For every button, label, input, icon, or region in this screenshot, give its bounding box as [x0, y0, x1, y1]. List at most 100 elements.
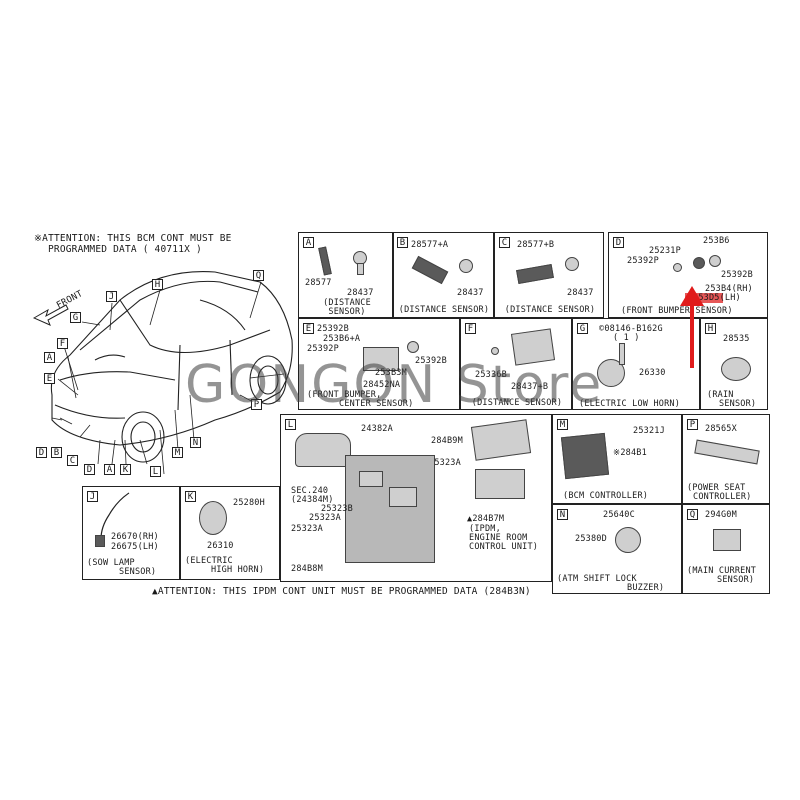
panel-m-part-1: 25321J — [633, 426, 665, 436]
car-tag-m: M — [172, 447, 183, 458]
attention-ipdm: ▲ATTENTION: THIS IPDM CONT UNIT MUST BE … — [152, 586, 531, 597]
panel-n-buzzer-icon — [615, 527, 641, 553]
panel-l-part-1: 24382A — [361, 424, 393, 434]
panel-e-part-1: 25392B — [317, 324, 349, 334]
panel-c-part-2: 28437 — [567, 288, 594, 298]
panel-c: C 28577+B 28437 (DISTANCE SENSOR) — [494, 232, 604, 318]
panel-k-horn-icon — [199, 501, 227, 535]
car-tag-d-2: D — [84, 464, 95, 475]
panel-p-caption-2: CONTROLLER) — [693, 492, 752, 502]
panel-l: L 24382A 284B9M 25323A SEC.240 (24384M) … — [280, 414, 552, 582]
panel-g-part-3: 26330 — [639, 368, 666, 378]
car-tag-l: L — [150, 466, 161, 477]
car-tag-k: K — [120, 464, 131, 475]
panel-l-part-4: SEC.240 — [291, 486, 329, 496]
panel-p-part-1: 28565X — [705, 424, 737, 434]
panel-n-part-1: 25640C — [603, 510, 635, 520]
panel-f-letter: F — [465, 323, 476, 334]
panel-m: M 25321J ※284B1 (BCM CONTROLLER) — [552, 414, 682, 504]
panel-g-part-2: ( 1 ) — [613, 333, 640, 343]
panel-f-caption: (DISTANCE SENSOR) — [471, 398, 563, 408]
panel-l-part-5: (24384M) — [291, 495, 334, 505]
panel-g-letter: G — [577, 323, 588, 334]
car-tag-p: P — [251, 399, 262, 410]
panel-d: D 253B6 25231P 25392P 25392B 253B4(RH) 2… — [608, 232, 768, 318]
panel-q-caption-2: SENSOR) — [717, 575, 755, 585]
panel-l-relay-block-icon — [389, 487, 417, 507]
panel-d-caption: (FRONT BUMPER SENSOR) — [621, 306, 733, 316]
panel-h-caption-1: (RAIN — [707, 390, 734, 400]
car-tag-c: C — [67, 455, 78, 466]
panel-j-part-2: 26675(LH) — [111, 542, 159, 552]
panel-l-part-12: ENGINE ROOM — [469, 533, 528, 543]
panel-a-caption-1: (DISTANCE — [323, 298, 371, 308]
car-tag-n: N — [190, 437, 201, 448]
panel-j: J 26670(RH) 26675(LH) (SOW LAMP SENSOR) — [82, 486, 180, 580]
panel-b-letter: B — [397, 237, 408, 248]
panel-d-ring-icon — [673, 263, 682, 272]
panel-e-bracket-icon — [363, 347, 399, 371]
panel-d-sensor-icon — [693, 257, 705, 269]
panel-d-cap-icon — [709, 255, 721, 267]
panel-j-letter: J — [87, 491, 98, 502]
panel-g-caption: (ELECTRIC LOW HORN) — [579, 399, 681, 409]
panel-c-part-1: 28577+B — [517, 240, 555, 250]
panel-b-part-1: 28577+A — [411, 240, 449, 250]
panel-j-harness-icon — [100, 492, 130, 540]
panel-m-caption: (BCM CONTROLLER) — [563, 491, 649, 501]
panel-e-sensor-icon — [407, 341, 419, 353]
panel-h-caption-2: SENSOR) — [719, 399, 757, 409]
panel-e-part-3: 25392P — [307, 344, 339, 354]
panel-k: K 25280H 26310 (ELECTRIC HIGH HORN) — [180, 486, 280, 580]
panel-m-part-2: ※284B1 — [613, 448, 647, 458]
panel-k-letter: K — [185, 491, 196, 502]
panel-j-part-1: 26670(RH) — [111, 532, 159, 542]
panel-b-caption: (DISTANCE SENSOR) — [398, 305, 490, 315]
panel-e: E 25392B 253B6+A 25392P 25392B 253B3M 28… — [298, 318, 460, 410]
panel-j-caption-2: SENSOR) — [119, 567, 157, 577]
panel-q-caption-1: (MAIN CURRENT — [687, 566, 757, 576]
panel-l-ipdm-icon — [475, 469, 525, 499]
panel-l-part-8: 25323A — [291, 524, 323, 534]
panel-e-part-5: 253B3M — [375, 368, 407, 378]
attention-bcm-line-2: PROGRAMMED DATA ( 40711X ) — [48, 244, 202, 255]
panel-n: N 25640C 25380D (ATM SHIFT LOCK BUZZER) — [552, 504, 682, 594]
car-tag-d-1: D — [36, 447, 47, 458]
car-tag-a-2: A — [104, 464, 115, 475]
panel-e-part-2: 253B6+A — [323, 334, 361, 344]
panel-q-letter: Q — [687, 509, 698, 520]
panel-p: P 28565X (POWER SEAT CONTROLLER) — [682, 414, 770, 504]
panel-e-letter: E — [303, 323, 314, 334]
panel-j-sensor-icon — [95, 535, 105, 547]
panel-d-part-5: 253B4(RH) — [705, 284, 753, 294]
panel-a: A 28577 28437 (DISTANCE SENSOR) — [298, 232, 394, 318]
panel-n-caption-2: BUZZER) — [627, 583, 665, 593]
panel-b: B 28577+A 28437 (DISTANCE SENSOR) — [392, 232, 494, 318]
panel-l-part-3: 25323A — [429, 458, 461, 468]
panel-d-part-2: 25231P — [649, 246, 681, 256]
car-tag-h: H — [152, 279, 163, 290]
panel-a-part-2: 28437 — [347, 288, 374, 298]
panel-h-part-1: 28535 — [723, 334, 750, 344]
panel-e-part-6: 28452NA — [363, 380, 401, 390]
panel-q-part-1: 294G0M — [705, 510, 737, 520]
car-tag-g: G — [70, 312, 81, 323]
panel-h-letter: H — [705, 323, 716, 334]
panel-h-rain-sensor-icon — [721, 357, 751, 381]
panel-d-part-1: 253B6 — [703, 236, 730, 246]
panel-l-part-13: CONTROL UNIT) — [469, 542, 539, 552]
panel-p-caption-1: (POWER SEAT — [687, 483, 746, 493]
front-arrow-icon — [32, 304, 69, 326]
panel-n-caption-1: (ATM SHIFT LOCK — [557, 574, 637, 584]
panel-d-highlight — [685, 293, 723, 303]
attention-bcm-line-1: ※ATTENTION: THIS BCM CONT MUST BE — [34, 233, 232, 244]
panel-n-part-2: 25380D — [575, 534, 607, 544]
car-tag-j: J — [106, 291, 117, 302]
panel-l-cover-icon — [295, 433, 351, 467]
panel-d-letter: D — [613, 237, 624, 248]
panel-l-fuse-block-icon — [359, 471, 383, 487]
panel-e-caption-1: (FRONT BUMPER, — [307, 390, 382, 400]
panel-a-connector-icon — [357, 263, 364, 275]
